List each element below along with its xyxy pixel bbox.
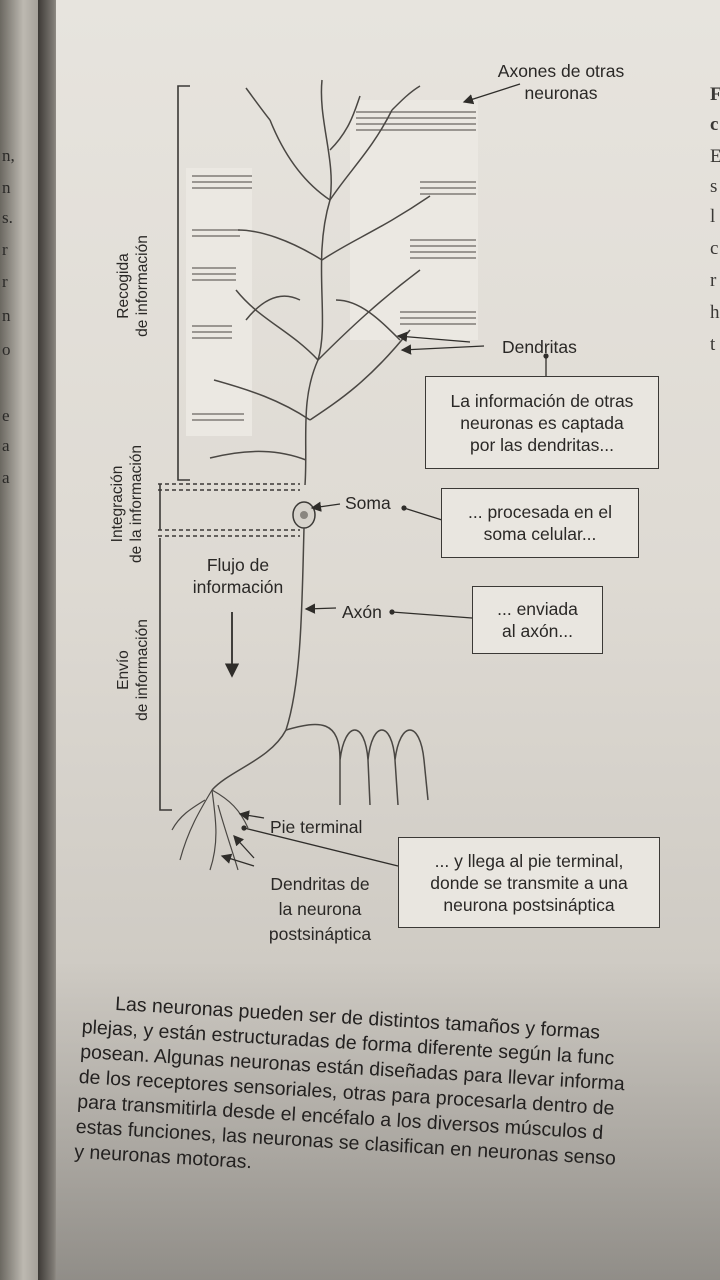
right-fragment: t — [710, 334, 716, 355]
left-fragment: e — [2, 406, 10, 425]
left-fragment: n — [2, 178, 11, 197]
right-fragment: l — [710, 206, 716, 227]
stage-brackets — [158, 85, 300, 811]
pie-dot — [241, 825, 247, 831]
right-fragment: s — [710, 176, 718, 197]
axon-callout-box: ... enviada al axón... — [472, 586, 603, 654]
axon-label: Axón — [342, 602, 382, 622]
right-fragment: c — [710, 238, 719, 259]
stage-envio-label: Envío de información — [115, 619, 151, 721]
left-fragment: a — [2, 436, 10, 455]
stage-recogida-label: Recogida de información — [115, 235, 151, 337]
left-fragment: n, — [2, 146, 15, 165]
pointer-lines — [220, 83, 547, 867]
flow-label: Flujo de información — [192, 555, 284, 597]
terminal-branches — [171, 789, 249, 871]
axones-label: Axones de otras neuronas — [497, 61, 625, 103]
left-fragment: a — [2, 468, 10, 487]
axon-dot — [389, 609, 395, 615]
dendritas-dot — [543, 353, 549, 359]
left-fragment: n — [2, 306, 11, 325]
soma-callout-box: ... procesada en el soma celular... — [441, 488, 639, 558]
stage-integracion-label: Integración de la información — [109, 444, 145, 564]
right-fragment: c — [710, 114, 719, 135]
left-fragment: r — [2, 240, 8, 259]
dendritas-callout-box: La información de otras neuronas es capt… — [425, 376, 659, 469]
axon-line — [211, 527, 429, 806]
postsynaptic-dendrites-label: Dendritas de la neurona postsináptica — [268, 874, 372, 944]
right-fragment: h — [710, 302, 720, 323]
right-fragment: r — [710, 270, 717, 291]
soma-dot — [401, 505, 407, 511]
left-fragment: o — [2, 340, 11, 359]
right-fragment: E — [710, 146, 720, 167]
right-fragment: F — [710, 84, 720, 105]
pie-callout-box: ... y llega al pie terminal, donde se tr… — [398, 837, 660, 928]
soma-label: Soma — [345, 493, 391, 513]
page-shadow — [56, 960, 720, 1280]
left-fragment: s. — [2, 208, 13, 227]
left-fragment: r — [2, 272, 8, 291]
axon-bundle-backgrounds — [186, 100, 478, 436]
other-axons — [192, 111, 476, 421]
pie-terminal-label: Pie terminal — [270, 817, 363, 837]
dendritas-label: Dendritas — [502, 337, 577, 357]
dendritic-tree — [209, 79, 431, 486]
soma-cell — [292, 501, 316, 529]
